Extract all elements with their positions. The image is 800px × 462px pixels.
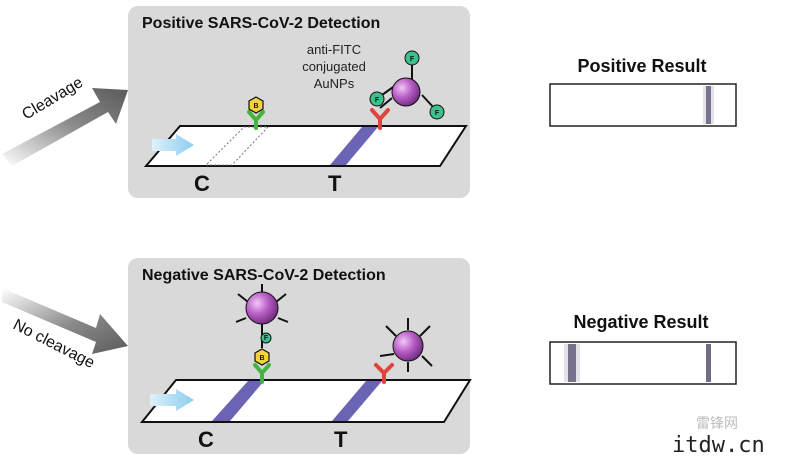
positive-panel: Positive SARS-CoV-2 Detection anti-FITC … [128,6,470,198]
fitc-icon [429,104,445,120]
negative-result-test-band [706,344,711,382]
positive-panel-background [128,6,470,198]
fitc-label: F [410,56,415,63]
watermark-text: itdw.cn [672,433,765,458]
biotin-label: B [259,355,264,362]
biotin-label: B [253,103,258,110]
positive-result-test-band [706,86,711,124]
negative-result: Negative Result [549,312,737,385]
positive-control-label: C [194,171,210,196]
fitc-label: F [264,335,269,342]
aunp-label-line1: anti-FITC [307,42,361,57]
positive-test-strip [143,125,468,167]
negative-panel-title: Negative SARS-CoV-2 Detection [142,267,386,284]
positive-test-antibody-icon [370,108,390,130]
negative-result-control-band [568,344,576,382]
negative-result-title: Negative Result [573,312,708,332]
biotin-hexagon-icon [248,96,264,114]
fitc-label: F [435,110,440,117]
negative-test-complex-icon [374,318,433,384]
negative-control-complex-icon: B F [235,284,289,384]
negative-control-label: C [198,427,214,452]
positive-aunp-icon: F F F [369,50,445,120]
fitc-icon [404,50,420,66]
fitc-icon [369,91,385,107]
fitc-icon [260,332,272,344]
negative-flow-arrow [150,389,194,411]
positive-result-strip [549,83,737,127]
negative-test-label: T [334,427,348,452]
fitc-label: F [375,97,380,104]
gold-nanoparticle [392,330,424,362]
biotin-hexagon-icon [254,348,270,366]
negative-panel: Negative SARS-CoV-2 Detection B F [128,258,472,454]
positive-result-band-glow [703,86,714,124]
watermark-logo: 雷锋网 [696,416,738,432]
aunp-label-line3: AuNPs [314,76,355,91]
positive-control-antibody-icon: B [247,96,265,130]
negative-control-line [212,381,264,421]
positive-result-title: Positive Result [577,56,706,76]
no-cleavage-arrow: No cleavage [2,288,128,372]
positive-flow-arrow [152,134,194,156]
cleavage-arrow: Cleavage [2,74,128,166]
negative-result-strip [549,341,737,385]
aunp-label-line2: conjugated [302,59,366,74]
positive-panel-title: Positive SARS-CoV-2 Detection [142,15,380,32]
negative-test-line [332,381,382,421]
gold-nanoparticle [391,77,421,107]
positive-control-line-faded [204,126,270,166]
positive-test-line [330,127,378,165]
negative-result-control-glow [564,344,580,382]
gold-nanoparticle [245,291,279,325]
positive-test-label: T [328,171,342,196]
positive-result: Positive Result [549,56,737,127]
